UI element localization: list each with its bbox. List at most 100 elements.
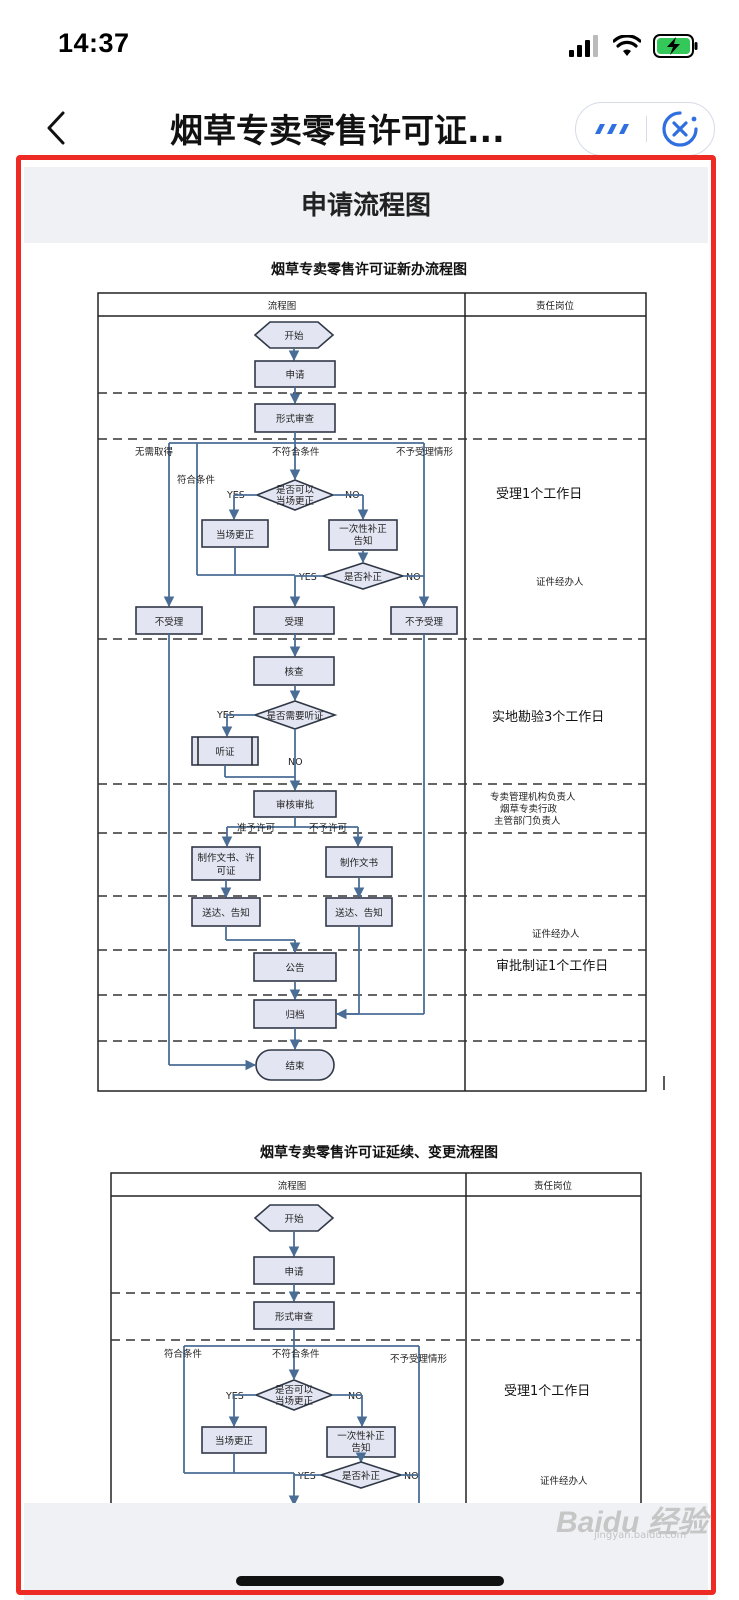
chart1-duty-accept: 受理1个工作日 bbox=[496, 487, 582, 502]
chart1-make-doc-b bbox=[325, 846, 393, 878]
chart1-not-accept-label: 不受理 bbox=[155, 616, 184, 628]
chart2-review-label: 形式审查 bbox=[275, 1311, 314, 1323]
chart1-table bbox=[97, 292, 647, 1092]
back-button[interactable] bbox=[36, 106, 76, 150]
chart2-meets: 符合条件 bbox=[164, 1348, 203, 1360]
chart1-can-correct-1: 是否可以 bbox=[276, 485, 315, 496]
chevron-left-icon bbox=[47, 111, 65, 145]
page-title: 烟草专卖零售许可证... bbox=[170, 111, 505, 150]
chart1-duty-handler: 证件经办人 bbox=[536, 576, 584, 588]
chart1-deliver-a-label: 送达、告知 bbox=[202, 907, 250, 919]
close-button[interactable] bbox=[647, 103, 715, 155]
chart1-start bbox=[253, 321, 335, 349]
chart2-start bbox=[253, 1204, 335, 1232]
chart2-start-label: 开始 bbox=[284, 1213, 304, 1225]
wifi-icon bbox=[613, 35, 641, 56]
chart1-not-meet: 不符合条件 bbox=[272, 446, 320, 458]
close-circle-icon bbox=[662, 111, 698, 147]
chart1-approve-label: 审核审批 bbox=[276, 799, 315, 811]
battery-charging-icon bbox=[653, 34, 698, 58]
status-time: 14:37 bbox=[58, 28, 130, 58]
chart1-duty-lead-1: 专卖管理机构负责人 bbox=[490, 791, 576, 803]
chart1-meets: 符合条件 bbox=[177, 474, 216, 486]
chart1-duty-lead-2: 烟草专卖行政 bbox=[500, 803, 558, 815]
chart1-accept-label: 受理 bbox=[284, 616, 304, 628]
chart1-duty-inspect: 实地勘验3个工作日 bbox=[492, 709, 604, 725]
chart2-apply-label: 申请 bbox=[284, 1266, 304, 1278]
chart1-deliver-b-label: 送达、告知 bbox=[335, 907, 383, 919]
chart2-notify-2: 告知 bbox=[351, 1442, 370, 1454]
capsule-divider bbox=[645, 116, 647, 142]
chart2-duty-handler: 证件经办人 bbox=[540, 1475, 588, 1487]
chart1-make-doc bbox=[191, 846, 261, 881]
chart2-yes-2: YES bbox=[297, 1471, 316, 1482]
chart2-no-2: NO bbox=[404, 1471, 419, 1482]
chart1-make-doc-b-label: 制作文书 bbox=[340, 857, 379, 869]
section-title: 申请流程图 bbox=[300, 191, 431, 221]
chart1-start-label: 开始 bbox=[284, 330, 304, 342]
chart1-not-accept-case: 不予受理情形 bbox=[396, 446, 454, 458]
chart2-notify bbox=[326, 1426, 396, 1458]
chart1-title: 烟草专卖零售许可证新办流程图 bbox=[271, 261, 467, 278]
status-icons bbox=[569, 32, 699, 60]
chart2-table bbox=[110, 1172, 642, 1524]
chart1-announce-label: 公告 bbox=[285, 962, 304, 974]
section-header: 申请流程图 bbox=[24, 167, 708, 243]
more-dots-icon bbox=[594, 124, 629, 134]
chart1-is-corrected: 是否补正 bbox=[344, 571, 383, 583]
baidu-watermark: Baidu 经验 bbox=[556, 1506, 708, 1539]
chart1-deliver-a bbox=[191, 897, 261, 927]
home-indicator[interactable] bbox=[236, 1576, 504, 1586]
chart1-review-label: 形式审查 bbox=[276, 413, 315, 425]
chart2-not-accept-case: 不予受理情形 bbox=[390, 1353, 448, 1365]
chart1-notify-1: 一次性补正 bbox=[339, 523, 387, 535]
status-bar: 14:37 bbox=[0, 0, 739, 92]
chart1-refuse: 不予许可 bbox=[309, 822, 347, 834]
chart2-apply bbox=[253, 1256, 335, 1285]
chart1-accept bbox=[253, 606, 335, 635]
flowchart-image[interactable]: .bx { fill: #e3e6f2; stroke: #303848; st… bbox=[24, 243, 708, 1527]
nav-bar: 烟草专卖零售许可证... bbox=[0, 92, 739, 164]
chart2-is-corrected: 是否补正 bbox=[342, 1470, 381, 1482]
chart1-yes-2: YES bbox=[298, 572, 317, 583]
mini-program-capsule bbox=[575, 102, 715, 156]
chart1-correct-now-label: 当场更正 bbox=[216, 529, 255, 541]
chart2-can-correct-2: 当场更正 bbox=[275, 1395, 314, 1407]
chart1-archive-label: 归档 bbox=[285, 1009, 304, 1021]
chart2-duty-accept: 受理1个工作日 bbox=[504, 1384, 590, 1399]
chart1-correct-now bbox=[201, 519, 269, 548]
chart1-notify-2: 告知 bbox=[353, 535, 372, 547]
chart1-end-label: 结束 bbox=[285, 1060, 305, 1072]
chart1-no-accept-label: 不予受理 bbox=[405, 616, 444, 628]
chart1-no-approve-needed: 无需取得 bbox=[135, 446, 174, 458]
chart1-grant: 准予许可 bbox=[237, 822, 275, 834]
chart1-can-correct-2: 当场更正 bbox=[276, 495, 315, 507]
chart2-no-1: NO bbox=[348, 1391, 363, 1402]
more-button[interactable] bbox=[576, 103, 646, 155]
chart2-not-meet: 不符合条件 bbox=[272, 1348, 320, 1360]
signal-icon bbox=[569, 35, 598, 57]
chart2-notify-1: 一次性补正 bbox=[337, 1430, 385, 1442]
chart1-make-doc-1: 制作文书、许 bbox=[197, 852, 255, 864]
chart1-duty-approve: 审批制证1个工作日 bbox=[496, 959, 608, 974]
chart2-col-flow: 流程图 bbox=[278, 1180, 307, 1192]
chart1-duty-lead-3: 主管部门负责人 bbox=[494, 815, 561, 827]
chart1-yes-3: YES bbox=[216, 710, 235, 721]
chart1-apply bbox=[254, 360, 336, 388]
chart1-decision-hearing bbox=[252, 700, 338, 730]
chart1-col-duty: 责任岗位 bbox=[536, 300, 575, 312]
chart1-inspect bbox=[253, 656, 335, 686]
chart1-duty-handler-2: 证件经办人 bbox=[532, 928, 580, 940]
chart1-inspect-label: 核查 bbox=[284, 666, 304, 678]
chart1-make-doc-2: 可证 bbox=[216, 866, 236, 877]
content-area[interactable]: 申请流程图 .bx { fill: #e3e6f2; stroke: #3038… bbox=[16, 155, 716, 1600]
baidu-watermark-url: jingyan.baidu.com bbox=[594, 1530, 687, 1541]
chart2-correct-now bbox=[201, 1426, 267, 1454]
flowchart-svg: .bx { fill: #e3e6f2; stroke: #303848; st… bbox=[97, 261, 665, 1527]
chart1-col-flow: 流程图 bbox=[268, 300, 297, 312]
chart2-can-correct-1: 是否可以 bbox=[275, 1385, 314, 1396]
chart2-title: 烟草专卖零售许可证延续、变更流程图 bbox=[260, 1144, 498, 1161]
chart2-col-duty: 责任岗位 bbox=[534, 1180, 573, 1192]
chart1-apply-label: 申请 bbox=[285, 369, 305, 381]
chart2-correct-now-label: 当场更正 bbox=[215, 1435, 254, 1447]
